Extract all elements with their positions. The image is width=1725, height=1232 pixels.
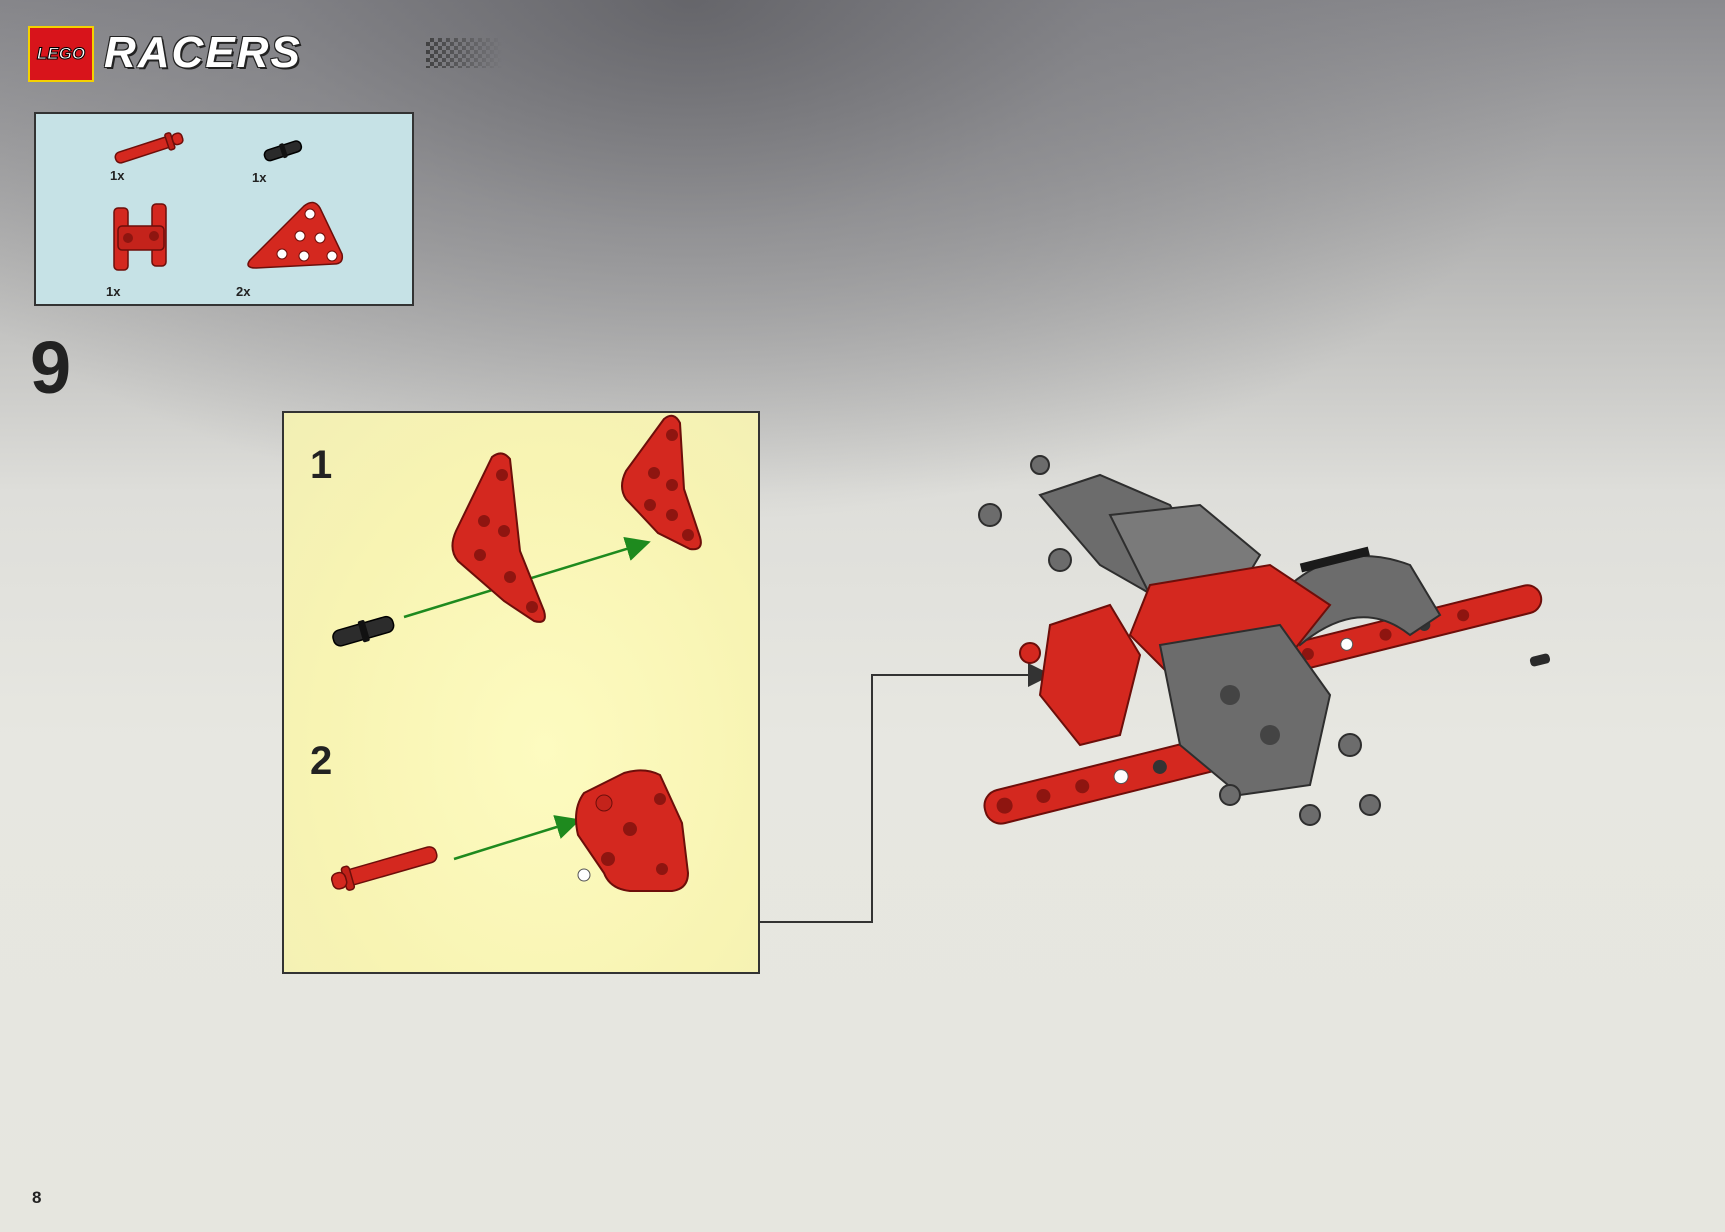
substep-number: 2 (310, 739, 333, 783)
long-pin-icon (330, 846, 438, 891)
part-qty: 2x (236, 284, 251, 299)
triangle-beam-icon (247, 201, 344, 269)
checkered-flag-decoration (426, 38, 502, 68)
part-qty: 1x (106, 284, 121, 299)
chassis-assembly-icon (978, 455, 1551, 826)
lego-logo: LEGO (28, 26, 94, 82)
black-pin-icon (263, 140, 303, 162)
step-number: 9 (30, 326, 72, 409)
long-pin-icon (114, 132, 184, 164)
parts-list-box: 1x 1x 1x 2x (34, 112, 414, 306)
black-pin-icon (332, 615, 395, 647)
page-number: 8 (32, 1188, 42, 1207)
triangle-beam-icon (621, 414, 702, 551)
header: LEGO RACERS (28, 22, 502, 82)
series-title: RACERS (104, 28, 302, 77)
subassembly-panel: 1 2 (282, 411, 760, 974)
triangle-beam-icon (451, 452, 546, 623)
part-qty: 1x (110, 168, 125, 183)
h-connector-icon (113, 203, 167, 271)
part-qty: 1x (252, 170, 267, 185)
h-connector-assembly-icon (575, 769, 690, 892)
substep-number: 1 (310, 443, 333, 487)
brand-logo-text: LEGO (36, 44, 86, 64)
